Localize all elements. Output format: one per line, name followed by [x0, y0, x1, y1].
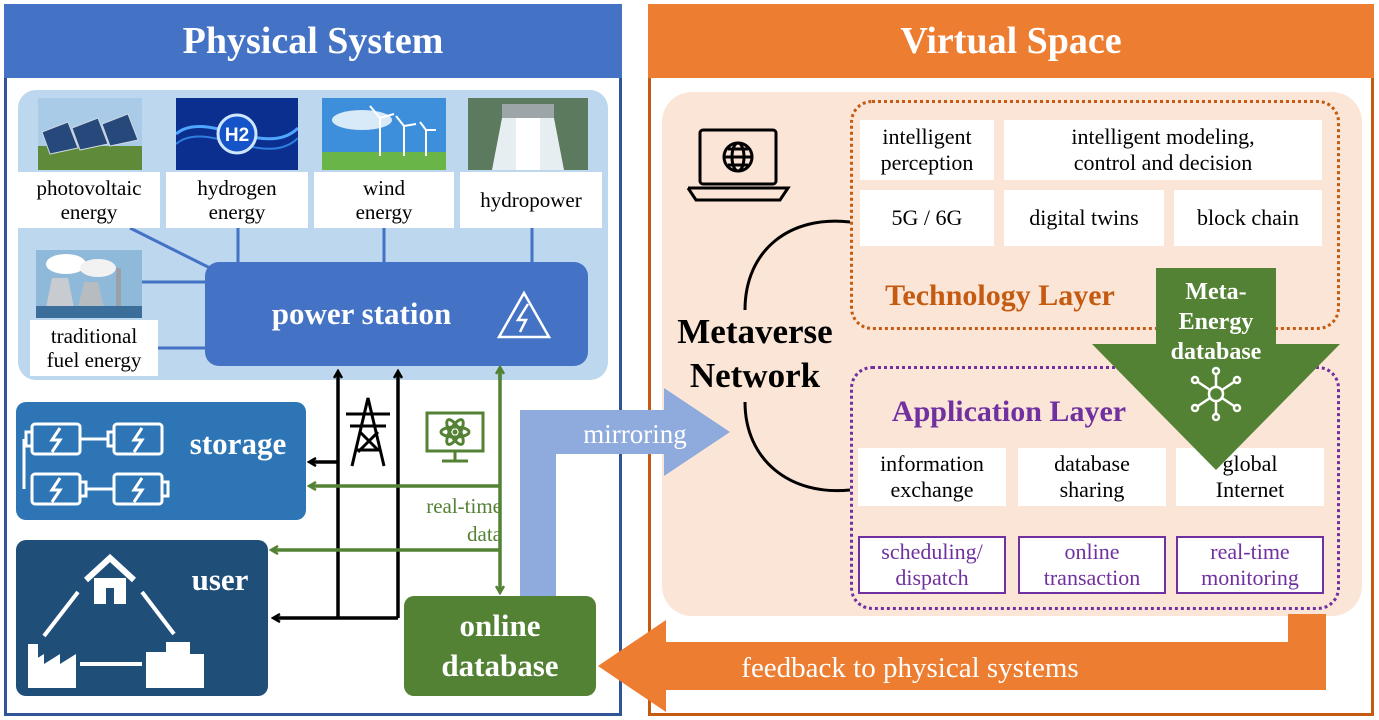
solar-panel-photo: [38, 98, 142, 170]
technology-layer-title: Technology Layer: [885, 279, 1115, 312]
virtual-space-title: Virtual Space: [648, 4, 1374, 78]
application-layer-title: Application Layer: [891, 395, 1127, 428]
laptop-globe-icon: [686, 128, 791, 202]
power-plant-photo: [36, 250, 142, 318]
application-layer: [850, 366, 1340, 610]
network-node-icon: [1190, 366, 1242, 422]
mirroring-label: mirroring: [583, 418, 687, 449]
monitor-atom-icon: [425, 411, 485, 463]
feedback-label: feedback to physical systems: [741, 651, 1079, 684]
tech-item-block-chain: block chain: [1174, 190, 1322, 246]
hydropower-label: hydropower: [460, 172, 602, 228]
factory-icon: [28, 644, 76, 688]
house-icon: [83, 553, 137, 604]
dam-photo: [468, 98, 588, 170]
transmission-tower-icon: [346, 397, 390, 467]
user-label: user: [191, 562, 249, 597]
tech-item-intelligent-modeling: intelligent modeling,control and decisio…: [1004, 120, 1322, 180]
tech-item-5g-6g: 5G / 6G: [860, 190, 994, 246]
storage-label: storage: [189, 426, 287, 461]
service-scheduling-dispatch: scheduling/dispatch: [858, 536, 1006, 594]
high-voltage-icon: [496, 290, 552, 339]
tech-item-digital-twins: digital twins: [1004, 190, 1164, 246]
technology-layer: [850, 100, 1340, 330]
physical-system-title: Physical System: [4, 4, 622, 78]
user-icons: [28, 553, 204, 688]
hydrogen-badge: H2: [225, 125, 249, 146]
power-station: power station: [205, 262, 588, 366]
wind-turbine-photo: [322, 98, 446, 170]
buildings-icon: [146, 642, 204, 688]
hydrogen-photo: H2: [176, 98, 298, 170]
battery-icon: [22, 422, 170, 506]
